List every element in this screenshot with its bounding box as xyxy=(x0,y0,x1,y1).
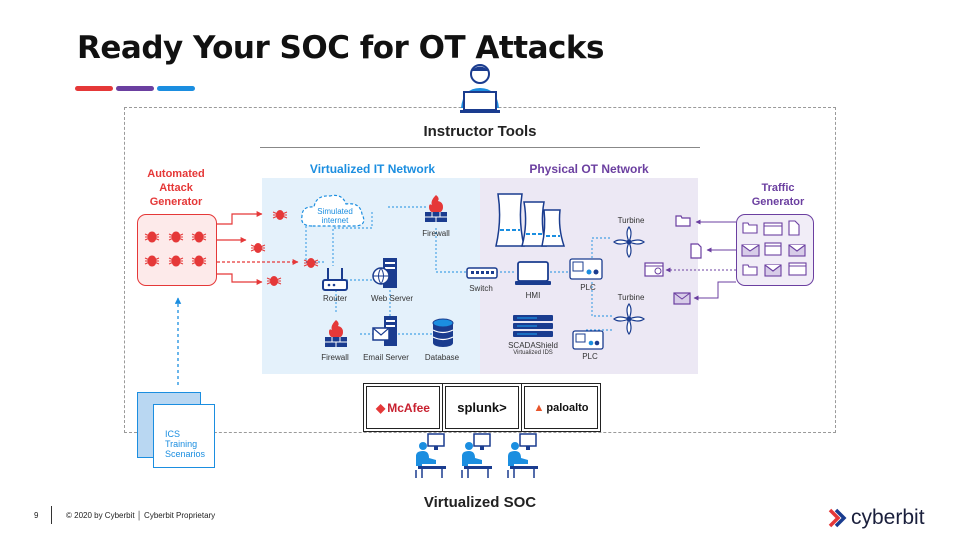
paloalto-logo-text: paloalto xyxy=(546,401,589,414)
attack-generator-line-1: Automated xyxy=(147,168,205,180)
paloalto-icon: ▲ xyxy=(533,401,545,414)
switch-label: Switch xyxy=(469,284,493,293)
attack-generator-label: Automated Attack Generator xyxy=(126,167,226,209)
instructor-divider xyxy=(260,147,700,148)
web-server-icon xyxy=(372,258,397,288)
plc-icon xyxy=(572,330,604,350)
plc-bottom-label: PLC xyxy=(582,352,598,361)
ics-training-line-3: Scenarios xyxy=(165,449,206,459)
firewall-top-label: Firewall xyxy=(422,229,450,238)
ics-training-line-2: Training xyxy=(165,439,198,449)
scadashield-sub-label: Virtualized IDS xyxy=(513,350,553,356)
attack-generator-box xyxy=(137,214,217,286)
turbine-icon xyxy=(613,226,645,258)
page-number: 9 xyxy=(34,511,39,520)
accent-bar-red xyxy=(75,86,113,91)
window-icon xyxy=(644,262,664,277)
mcafee-logo-text: McAfee xyxy=(387,400,430,415)
cyberbit-logo: cyberbit xyxy=(828,506,925,530)
turbine-bottom-label: Turbine xyxy=(617,293,645,302)
envelope-icon xyxy=(673,292,691,305)
simulated-internet-line-1: Simulated xyxy=(317,207,353,216)
firewall-icon xyxy=(425,195,447,222)
paloalto-logo: ▲ paloalto xyxy=(521,383,601,432)
traffic-generator-line-2: Generator xyxy=(751,196,805,208)
instructor-tools-label: Instructor Tools xyxy=(423,123,537,140)
traffic-generator-label: Traffic Generator xyxy=(736,181,820,209)
firewall-bottom-label: Firewall xyxy=(321,353,349,362)
footer-divider xyxy=(51,506,52,524)
splunk-logo: splunk> xyxy=(442,383,522,432)
ics-document-front xyxy=(153,404,215,468)
bug-icons-group xyxy=(144,231,207,267)
attack-generator-line-3: Generator xyxy=(149,196,203,208)
switch-icon xyxy=(466,267,498,279)
plc-top-label: PLC xyxy=(580,283,596,292)
accent-bar-blue xyxy=(157,86,195,91)
scadashield-label: SCADAShield xyxy=(508,341,558,350)
traffic-generator-box xyxy=(736,214,814,286)
database-label: Database xyxy=(424,353,460,362)
scadashield-icon xyxy=(513,315,553,337)
mcafee-logo: ◆ McAfee xyxy=(363,383,443,432)
splunk-logo-text: splunk> xyxy=(457,400,507,415)
bug-icon xyxy=(266,276,282,286)
virtualized-soc-label: Virtualized SOC xyxy=(423,494,537,511)
cyberbit-x-icon xyxy=(828,508,847,528)
bug-icon xyxy=(272,210,288,220)
bug-icon xyxy=(250,243,266,253)
router-icon xyxy=(322,268,348,291)
document-icon xyxy=(690,243,702,259)
ics-training-label: ICS Training Scenarios xyxy=(165,429,205,459)
instructor-icon xyxy=(460,64,500,113)
turbine-icon xyxy=(613,303,645,335)
traffic-generator-line-1: Traffic xyxy=(761,182,795,194)
router-label: Router xyxy=(322,294,347,303)
it-network-label: Virtualized IT Network xyxy=(309,162,436,176)
email-server-label: Email Server xyxy=(363,353,409,362)
database-icon xyxy=(432,318,454,347)
hmi-label: HMI xyxy=(525,291,541,300)
turbine-top-label: Turbine xyxy=(617,216,645,225)
accent-bar-purple xyxy=(116,86,154,91)
cyberbit-logo-text: cyberbit xyxy=(851,506,925,529)
simulated-internet-line-2: internet xyxy=(321,216,349,225)
copyright-text: © 2020 by Cyberbit │ Cyberbit Proprietar… xyxy=(66,511,216,520)
traffic-icons-group xyxy=(741,220,807,277)
industrial-plant-icon xyxy=(495,193,566,247)
email-server-icon xyxy=(372,316,397,346)
ics-training-stack: ICS Training Scenarios xyxy=(137,392,217,470)
ot-network-label: Physical OT Network xyxy=(529,162,649,176)
bug-icon xyxy=(303,258,319,268)
hmi-icon xyxy=(515,261,551,285)
folder-icon xyxy=(675,215,691,227)
cloud-icon xyxy=(301,194,365,227)
soc-analysts-icon xyxy=(415,433,538,478)
ics-training-line-1: ICS xyxy=(165,429,181,439)
mcafee-shield-icon: ◆ xyxy=(376,400,386,415)
slide-title: Ready Your SOC for OT Attacks xyxy=(77,30,604,66)
firewall-icon xyxy=(325,320,347,347)
plc-icon xyxy=(569,258,603,280)
web-server-label: Web Server xyxy=(370,294,414,303)
attack-generator-line-2: Attack xyxy=(159,182,193,194)
simulated-internet-label: Simulated internet xyxy=(308,207,362,225)
